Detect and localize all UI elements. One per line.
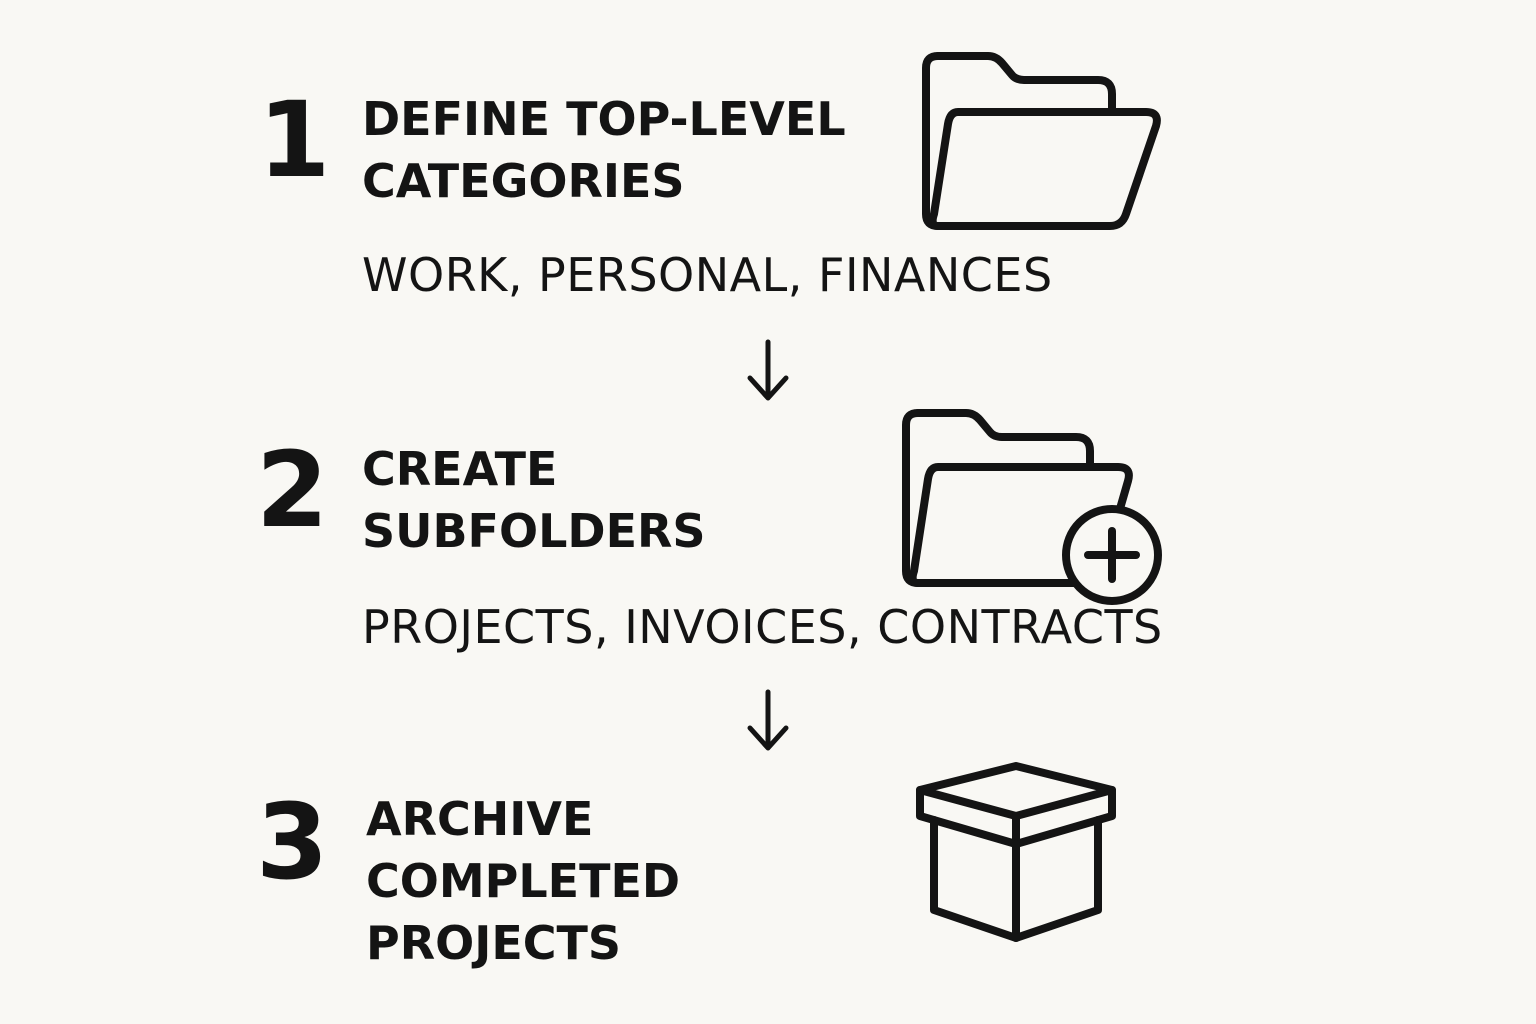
step-3-number: 3 [256,781,329,903]
archive-box-icon [912,760,1122,950]
step-3-title: ARCHIVE COMPLETED PROJECTS [366,788,680,974]
step-3-title-line-3: PROJECTS [366,916,622,970]
folder-plus-icon [898,405,1168,605]
step-2-number: 2 [256,429,329,551]
step-3-title-line-1: ARCHIVE [366,792,594,846]
step-2-title-line-1: CREATE [362,442,558,496]
step-3-title-line-2: COMPLETED [366,854,681,908]
step-1-title: DEFINE TOP-LEVEL CATEGORIES [362,88,846,212]
down-arrow-icon [744,688,792,752]
step-1-title-line-1: DEFINE TOP-LEVEL [362,92,846,146]
step-1-title-line-2: CATEGORIES [362,154,685,208]
step-1-description: WORK, PERSONAL, FINANCES [362,248,1053,302]
step-2-title-line-2: SUBFOLDERS [362,504,706,558]
folder-icon [918,48,1168,233]
step-2-description: PROJECTS, INVOICES, CONTRACTS [362,600,1163,654]
step-1-number: 1 [258,79,331,201]
step-2-title: CREATE SUBFOLDERS [362,438,706,562]
down-arrow-icon [744,338,792,402]
